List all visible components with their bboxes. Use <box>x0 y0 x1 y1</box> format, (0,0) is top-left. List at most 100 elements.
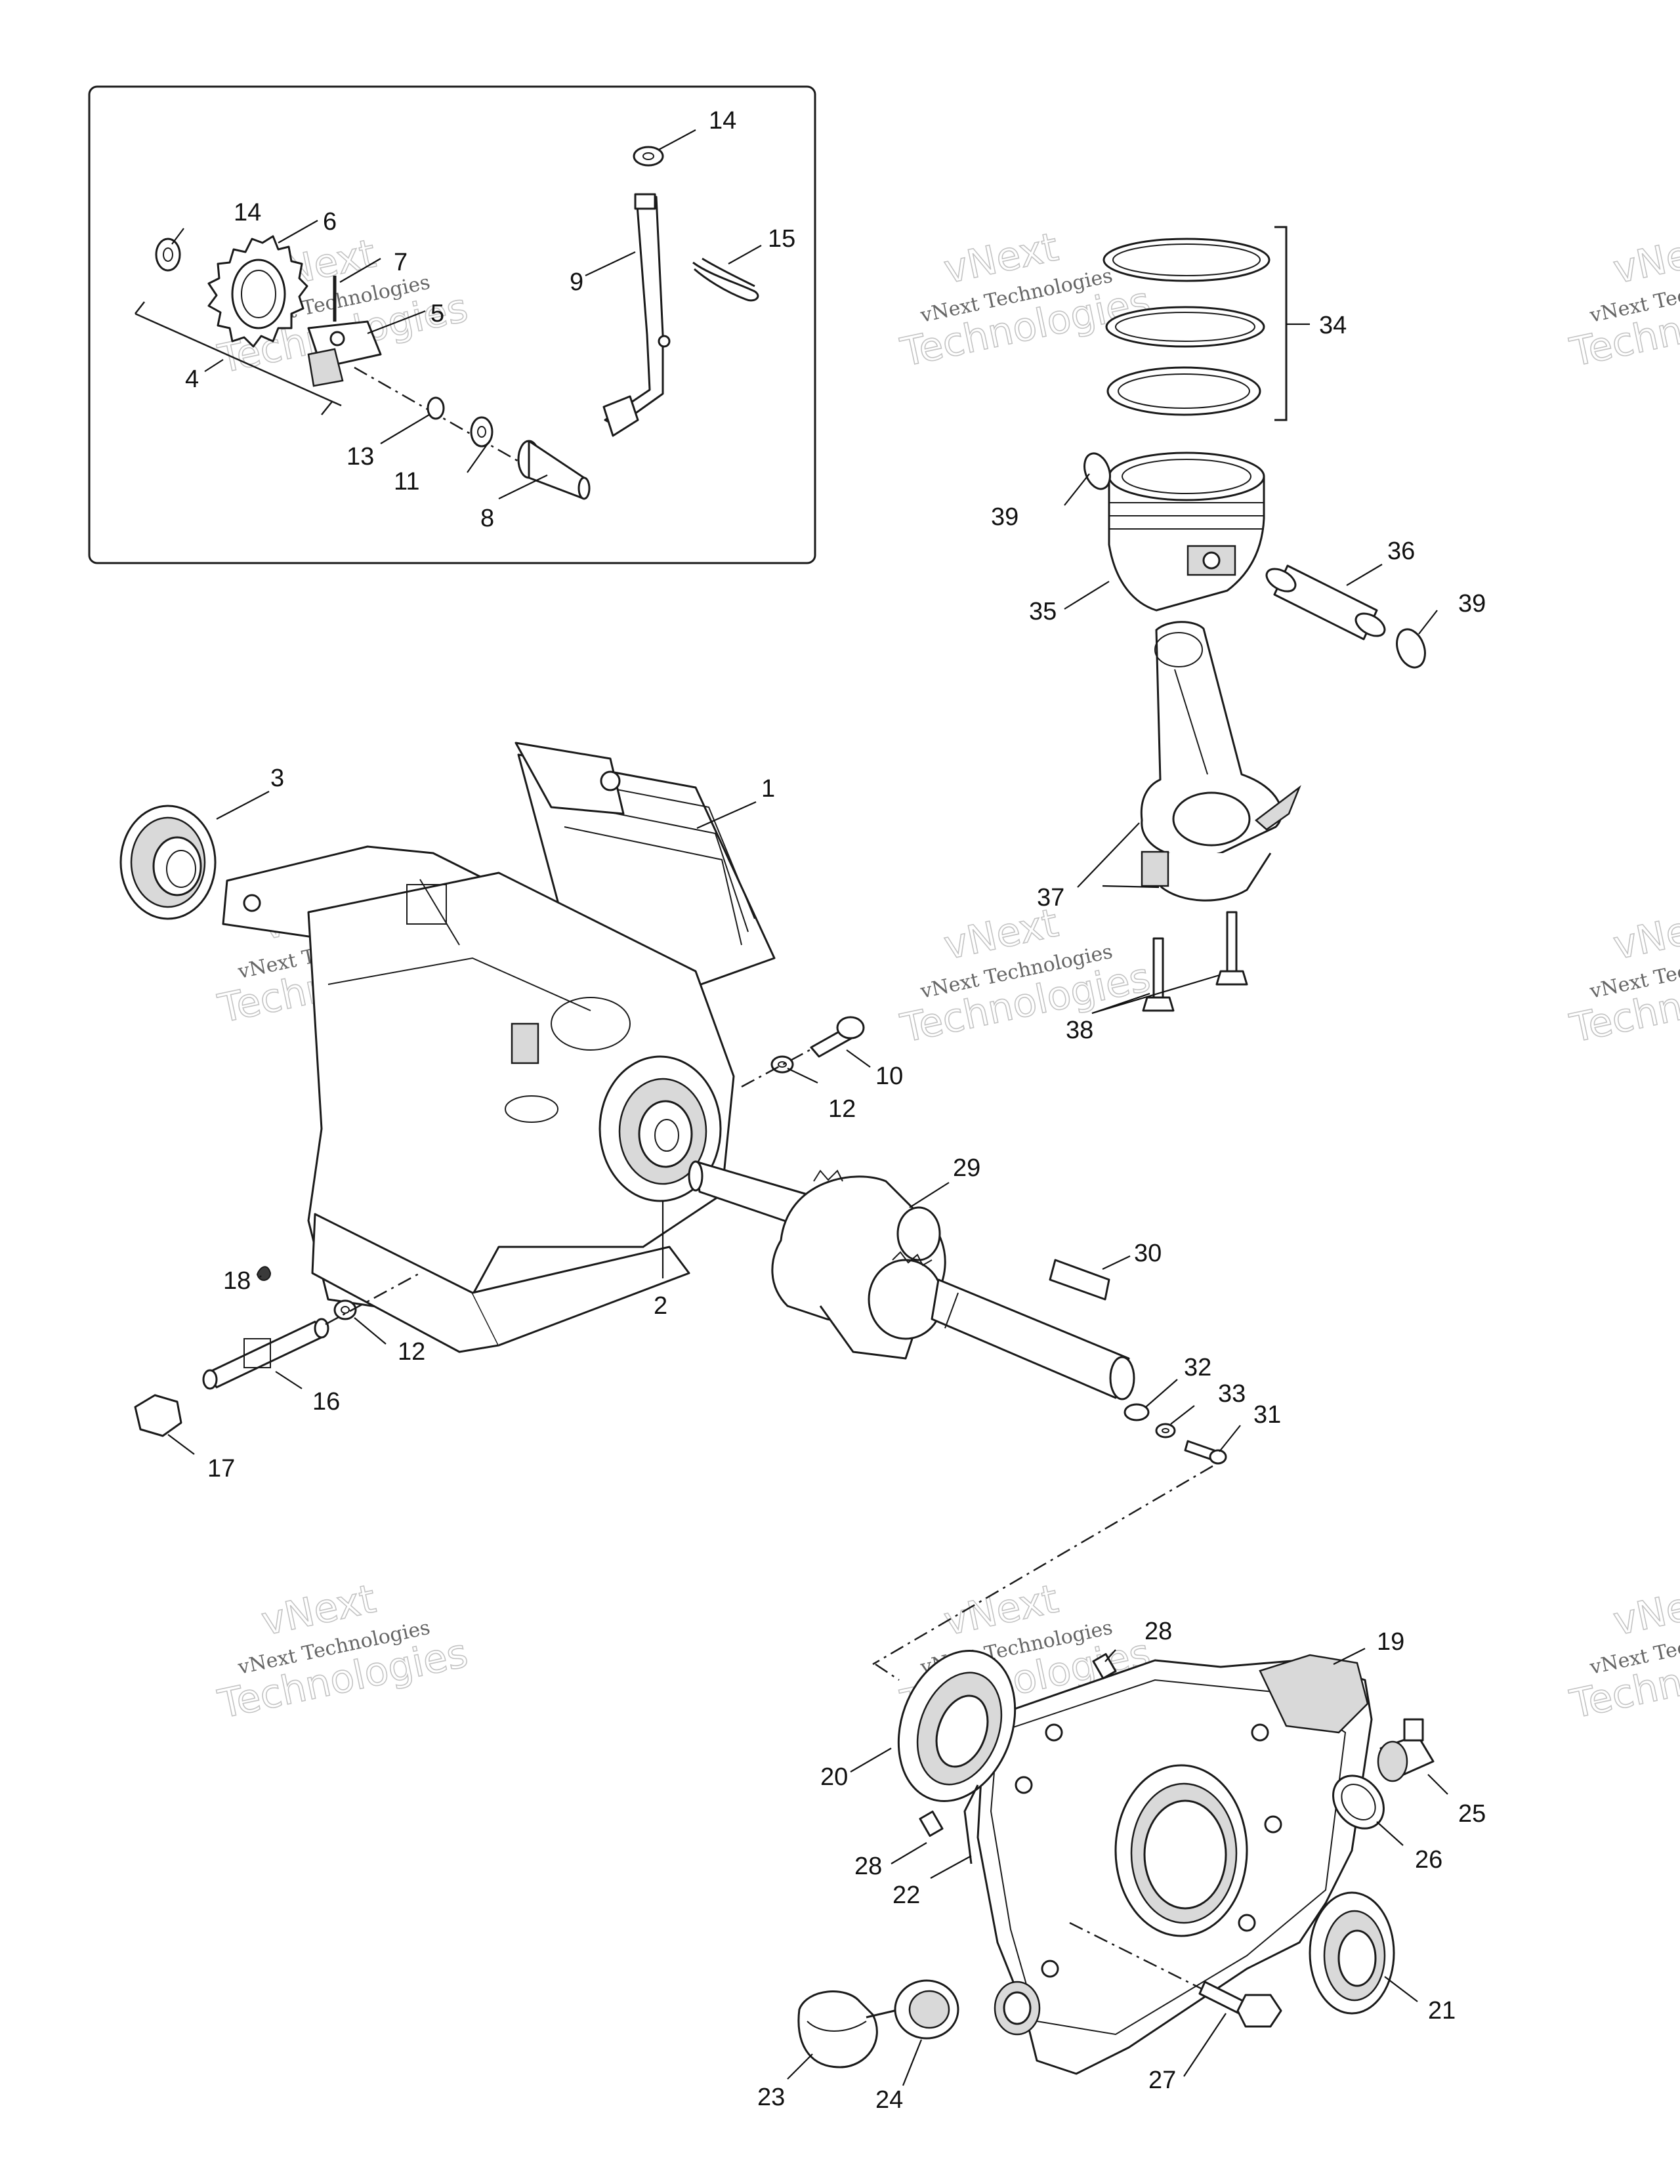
watermark: vNext vNext Technologies Technologies <box>896 900 1154 1053</box>
part-washer-14b <box>633 146 664 167</box>
watermark: vNext vNext Technologies Technologies <box>1565 900 1680 1053</box>
part-key-30 <box>1049 1259 1110 1301</box>
part-oring-26 <box>1332 1774 1385 1830</box>
callout-33: 33 <box>1218 1380 1246 1408</box>
callout-13: 13 <box>346 443 374 471</box>
bracket-34 <box>1274 226 1288 421</box>
part-crankshaft <box>688 1160 1135 1400</box>
callout-39a: 39 <box>991 503 1018 531</box>
watermark: vNext vNext Technologies Technologies <box>213 1576 472 1729</box>
callout-10: 10 <box>875 1062 903 1090</box>
svg-text:vNext: vNext <box>1609 224 1680 293</box>
part-dowel-28b <box>919 1811 944 1837</box>
part-clip-39b <box>1396 628 1426 669</box>
part-crankcase <box>222 742 776 1353</box>
callout-27: 27 <box>1148 2067 1176 2094</box>
axis-line-cover <box>872 1465 1213 1666</box>
callout-2: 2 <box>654 1292 667 1320</box>
callout-28a: 28 <box>1144 1618 1172 1645</box>
part-dipstick-23 <box>797 1990 906 2068</box>
callout-3: 3 <box>270 765 284 792</box>
callout-18: 18 <box>223 1267 251 1295</box>
inset-frame <box>88 85 816 564</box>
callout-12a: 12 <box>828 1095 856 1123</box>
part-connecting-rod <box>1140 621 1301 902</box>
part-bolt-31 <box>1184 1440 1227 1465</box>
callout-15: 15 <box>768 225 795 253</box>
part-bearing-20 <box>897 1649 1017 1803</box>
axis-line-bolt-27 <box>1069 1922 1202 1990</box>
part-rod-bolts <box>1142 911 1248 1012</box>
watermark: vNext vNext Technologies Technologies <box>1565 1576 1680 1729</box>
axis-line-screw-10 <box>741 1049 810 1088</box>
callout-24: 24 <box>875 2086 903 2114</box>
part-washer-32 <box>1124 1403 1150 1421</box>
watermark: vNext vNext Technologies Technologies <box>1565 224 1680 377</box>
callout-1: 1 <box>761 775 775 803</box>
callout-34: 34 <box>1319 312 1347 339</box>
callout-35: 35 <box>1029 598 1057 625</box>
part-washer-14a <box>155 238 181 272</box>
part-governor-holder <box>307 320 382 387</box>
part-screw-10 <box>810 1016 865 1058</box>
part-spring-clip <box>692 257 759 302</box>
callout-22: 22 <box>892 1881 920 1909</box>
callout-37: 37 <box>1037 884 1064 912</box>
part-shaft-8 <box>517 440 591 500</box>
callout-16: 16 <box>312 1388 340 1416</box>
callout-labels: 1 2 3 4 5 6 7 8 9 10 11 12 12 13 14 14 1… <box>185 107 1486 2114</box>
callout-7: 7 <box>394 249 408 276</box>
callout-19: 19 <box>1377 1628 1404 1656</box>
callout-4: 4 <box>185 366 199 393</box>
part-piston-pin <box>1265 564 1386 640</box>
svg-text:vNext: vNext <box>1609 1576 1680 1645</box>
axis-line-cover-2 <box>875 1663 900 1681</box>
callout-20: 20 <box>820 1763 848 1791</box>
callout-14b: 14 <box>709 107 736 135</box>
callout-26: 26 <box>1415 1846 1442 1874</box>
watermark: vNext vNext Technologies Technologies <box>896 224 1154 377</box>
part-governor-arm <box>602 193 671 437</box>
part-oil-seal-3 <box>119 805 217 920</box>
callout-9: 9 <box>570 268 583 296</box>
part-clip-13 <box>427 396 445 420</box>
callout-25: 25 <box>1458 1800 1486 1828</box>
part-washer-33 <box>1155 1423 1176 1438</box>
callout-38: 38 <box>1066 1017 1093 1044</box>
callout-12b: 12 <box>398 1338 425 1366</box>
callout-8: 8 <box>480 505 494 532</box>
part-washer-11 <box>470 416 494 448</box>
part-governor-gear <box>207 235 308 348</box>
assembly-bracket-4 <box>135 301 342 415</box>
leader-lines <box>167 129 1448 2086</box>
callout-21: 21 <box>1428 1997 1456 2025</box>
callout-39b: 39 <box>1458 590 1486 618</box>
part-dowel-28a <box>1092 1653 1117 1679</box>
part-gasket-22 <box>963 1784 979 1864</box>
part-plug-25 <box>1377 1718 1435 1782</box>
callout-29: 29 <box>953 1154 980 1182</box>
part-oil-seal-21 <box>1309 1891 1395 2015</box>
callout-23: 23 <box>757 2084 785 2111</box>
callout-11: 11 <box>394 468 419 495</box>
axis-line-governor <box>354 366 539 474</box>
callout-32: 32 <box>1184 1354 1211 1381</box>
callout-6: 6 <box>323 208 337 236</box>
svg-text:vNext: vNext <box>1609 900 1680 969</box>
callout-17: 17 <box>207 1455 235 1482</box>
part-piston <box>1108 452 1265 612</box>
part-bolt-27 <box>1198 1981 1282 2028</box>
part-crankcase-cover <box>976 1654 1373 2075</box>
part-piston-rings <box>1102 238 1270 416</box>
callout-14a: 14 <box>234 199 261 226</box>
callout-28b: 28 <box>854 1853 882 1880</box>
part-oring-24 <box>894 1979 959 2040</box>
callout-5: 5 <box>430 300 444 327</box>
part-drain-plug-assembly <box>134 1266 357 1437</box>
callout-31: 31 <box>1253 1401 1281 1429</box>
callout-30: 30 <box>1134 1240 1162 1267</box>
part-clip-39a <box>1083 452 1111 490</box>
callout-36: 36 <box>1387 537 1415 565</box>
axis-line-drain <box>325 1272 421 1326</box>
